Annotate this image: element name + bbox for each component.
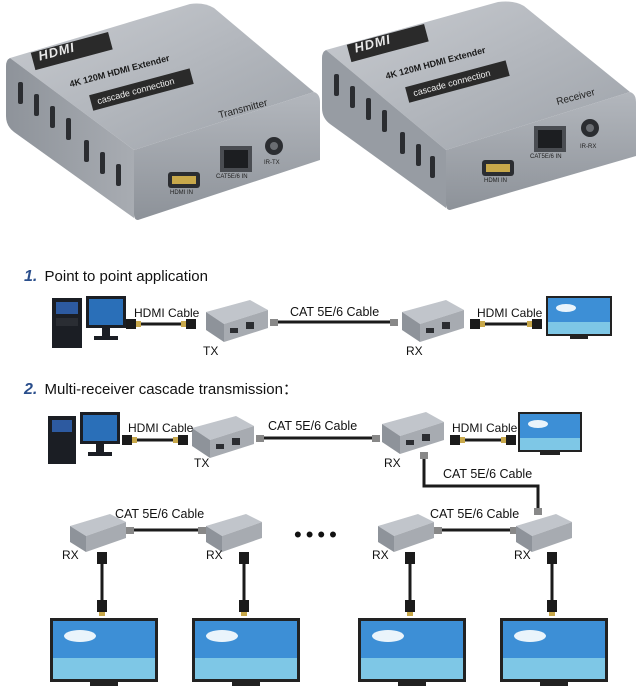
section1-tx-label: TX bbox=[203, 344, 219, 358]
receiver-port-ir: IR-RX bbox=[580, 144, 597, 150]
pc-tower-icon bbox=[48, 416, 76, 464]
tv-icon bbox=[500, 618, 608, 686]
section2-cat-cable-row-right-label: CAT 5E/6 Cable bbox=[430, 507, 520, 521]
section2-hdmi-cable-left-label: HDMI Cable bbox=[128, 421, 194, 435]
rx-device-icon bbox=[206, 514, 262, 552]
section2-rx-label: RX bbox=[514, 548, 531, 562]
section2-rx-label: RX bbox=[206, 548, 223, 562]
section1-diagram bbox=[52, 296, 612, 348]
receiver-port-hdmi: HDMI IN bbox=[484, 178, 507, 184]
section2-title: 2. Multi-receiver cascade transmission： bbox=[24, 378, 298, 399]
section2-hdmi-cable-right-label: HDMI Cable bbox=[452, 421, 518, 435]
rx-device-icon bbox=[382, 412, 444, 454]
tx-device-icon bbox=[192, 416, 254, 458]
section1-rx-label: RX bbox=[406, 344, 423, 358]
section2-rx-label-top: RX bbox=[384, 456, 401, 470]
transmitter-device bbox=[0, 0, 322, 225]
rx-device-icon bbox=[516, 514, 572, 552]
ellipsis-dots: •••• bbox=[294, 522, 341, 547]
monitor-icon bbox=[86, 296, 126, 340]
tv-icon bbox=[50, 618, 158, 686]
receiver-port-cat: CAT5E/6 IN bbox=[530, 154, 562, 160]
monitor-icon bbox=[80, 412, 120, 456]
tx-device-icon bbox=[206, 300, 268, 342]
section1-cat-cable-label: CAT 5E/6 Cable bbox=[290, 305, 380, 319]
section1-hdmi-cable-left-label: HDMI Cable bbox=[134, 306, 200, 320]
transmitter-port-cat: CAT5E/6 IN bbox=[216, 174, 248, 180]
section2-title-text: Multi-receiver cascade transmission： bbox=[44, 381, 298, 398]
tv-icon bbox=[518, 412, 582, 455]
section1-hdmi-cable-right-label: HDMI Cable bbox=[477, 306, 543, 320]
section1-title: 1. Point to point application bbox=[24, 268, 208, 286]
receiver-device bbox=[318, 0, 640, 225]
section2-tx-label: TX bbox=[194, 456, 210, 470]
section2-rx-label: RX bbox=[62, 548, 79, 562]
section2-number: 2. bbox=[24, 381, 38, 398]
transmitter-port-hdmi: HDMI IN bbox=[170, 190, 193, 196]
rx-device-icon bbox=[70, 514, 126, 552]
tv-icon bbox=[192, 618, 300, 686]
section2-cat-cable-top-label: CAT 5E/6 Cable bbox=[268, 419, 358, 433]
pc-tower-icon bbox=[52, 298, 82, 348]
section1-number: 1. bbox=[24, 268, 38, 285]
section2-rx-label: RX bbox=[372, 548, 389, 562]
transmitter-port-ir: IR-TX bbox=[264, 160, 280, 166]
tv-icon bbox=[546, 296, 612, 339]
section2-diagram bbox=[48, 412, 608, 686]
section2-cat-cable-down-label: CAT 5E/6 Cable bbox=[443, 467, 533, 481]
rx-device-icon bbox=[378, 514, 434, 552]
section2-cat-cable-row-left-label: CAT 5E/6 Cable bbox=[115, 507, 205, 521]
tv-icon bbox=[358, 618, 466, 686]
section1-title-text: Point to point application bbox=[44, 268, 208, 285]
rx-device-icon bbox=[402, 300, 464, 342]
